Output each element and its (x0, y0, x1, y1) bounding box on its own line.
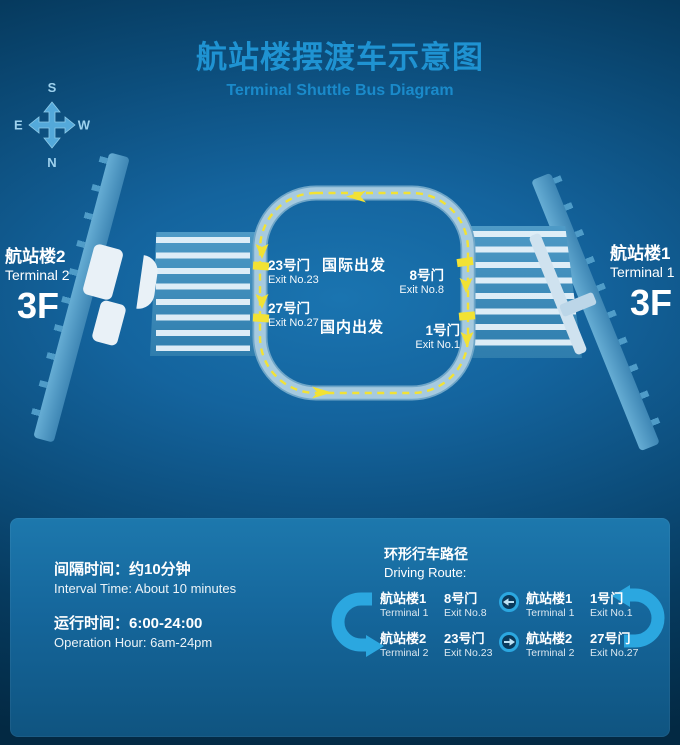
route-stop: 航站楼2 Terminal 2 (526, 628, 584, 659)
loop-arrow-left-icon (331, 592, 384, 657)
circle-arrow-right-icon (499, 632, 519, 652)
stop-zh: 航站楼1 (380, 591, 427, 606)
international-departure-label: 国际出发 (322, 257, 387, 274)
route-chevron-up-icon (460, 332, 474, 347)
gate-marker-23 (252, 261, 270, 271)
route-stop: 航站楼2 Terminal 2 (380, 628, 438, 659)
route-row-terminal2: 航站楼2 Terminal 2 23号门 Exit No.23 航站楼2 Ter… (380, 628, 638, 659)
gate-1-zh: 1号门 (425, 323, 460, 338)
terminal1-label-block: 航站楼1 Terminal 1 3F (610, 244, 675, 324)
route-gate: 23号门 Exit No.23 (444, 628, 492, 659)
gate-27-zh: 27号门 (268, 301, 311, 316)
gate-en: Exit No.27 (590, 647, 639, 659)
gate-marker-27 (252, 313, 270, 323)
domestic-departure-label: 国内出发 (320, 319, 385, 336)
gate-zh: 1号门 (590, 591, 624, 606)
gate-en: Exit No.23 (444, 647, 493, 659)
compass-east-label: E (14, 117, 23, 133)
stop-en: Terminal 1 (526, 607, 575, 619)
route-gate: 27号门 Exit No.27 (590, 628, 638, 659)
gate-en: Exit No.8 (444, 607, 487, 619)
stop-zh: 航站楼2 (526, 631, 573, 646)
page-subtitle: Terminal Shuttle Bus Diagram (226, 82, 454, 99)
compass-west-label: W (77, 117, 90, 133)
gate-8-label: 8号门 Exit No.8 (398, 268, 444, 297)
terminal1-name-en: Terminal 1 (610, 263, 675, 280)
gate-marker-1 (458, 311, 476, 321)
interval-time-zh: 间隔时间：约10分钟 (54, 561, 191, 578)
stop-en: Terminal 1 (380, 607, 429, 619)
operation-hour-zh: 运行时间：6:00-24:00 (54, 615, 203, 632)
route-row-terminal1: 航站楼1 Terminal 1 8号门 Exit No.8 航站楼1 Termi… (380, 588, 638, 619)
stop-zh: 航站楼1 (526, 591, 573, 606)
info-panel: 间隔时间：约10分钟 Interval Time: About 10 minut… (10, 518, 670, 737)
route-arrow-bottom-right-icon (312, 386, 332, 399)
gate-8-zh: 8号门 (409, 268, 444, 283)
stop-en: Terminal 2 (380, 647, 429, 659)
route-chevron-down-icon (255, 244, 269, 259)
route-arrow-top-left-icon (346, 190, 366, 203)
service-info-block: 间隔时间：约10分钟 Interval Time: About 10 minut… (54, 558, 236, 666)
gate-23-label: 23号门 Exit No.23 (268, 258, 319, 287)
compass-rose: S E W N (14, 80, 90, 170)
compass-north-label: N (47, 155, 57, 170)
terminal1-floor-label: 3F (630, 282, 673, 324)
terminal2-concourse (150, 232, 256, 356)
terminal2-name-zh: 航站楼2 (5, 247, 66, 266)
terminal2-label-block: 航站楼2 Terminal 2 3F (5, 247, 70, 327)
circle-arrow-left-icon (499, 592, 519, 612)
gate-en: Exit No.1 (590, 607, 633, 619)
route-chevron-up-icon (459, 278, 473, 293)
route-chevron-down-icon (255, 294, 269, 309)
gate-marker-8 (456, 256, 474, 268)
stop-en: Terminal 2 (526, 647, 575, 659)
gate-8-en: Exit No.8 (399, 283, 444, 296)
gate-27-label: 27号门 Exit No.27 (268, 301, 319, 330)
gate-1-en: Exit No.1 (415, 338, 460, 351)
stop-zh: 航站楼2 (380, 631, 427, 646)
gate-23-zh: 23号门 (268, 258, 311, 273)
gate-zh: 27号门 (590, 631, 631, 646)
terminal1-name-zh: 航站楼1 (610, 244, 671, 263)
gate-23-en: Exit No.23 (268, 273, 319, 286)
gate-1-label: 1号门 Exit No.1 (412, 323, 460, 352)
compass-south-label: S (47, 80, 57, 95)
page-title: 航站楼摆渡车示意图 (196, 40, 484, 75)
driving-route-title: 环形行车路径 Driving Route: (384, 544, 468, 580)
route-gate: 8号门 Exit No.8 (444, 588, 492, 619)
route-gate: 1号门 Exit No.1 (590, 588, 638, 619)
interval-time-en: Interval Time: About 10 minutes (54, 581, 237, 596)
gate-27-en: Exit No.27 (268, 316, 319, 329)
loop-arrow-right-icon (612, 585, 665, 648)
route-stop: 航站楼1 Terminal 1 (380, 588, 438, 619)
route-stop: 航站楼1 Terminal 1 (526, 588, 584, 619)
driving-route-title-en: Driving Route: (384, 565, 467, 580)
terminal2-floor-label: 3F (17, 285, 60, 327)
compass-cross-icon (28, 101, 76, 149)
terminal2-name-en: Terminal 2 (5, 266, 70, 283)
gate-zh: 23号门 (444, 631, 485, 646)
operation-hour-en: Operation Hour: 6am-24pm (54, 635, 213, 650)
gate-zh: 8号门 (444, 591, 478, 606)
driving-route-title-zh: 环形行车路径 (384, 546, 468, 562)
